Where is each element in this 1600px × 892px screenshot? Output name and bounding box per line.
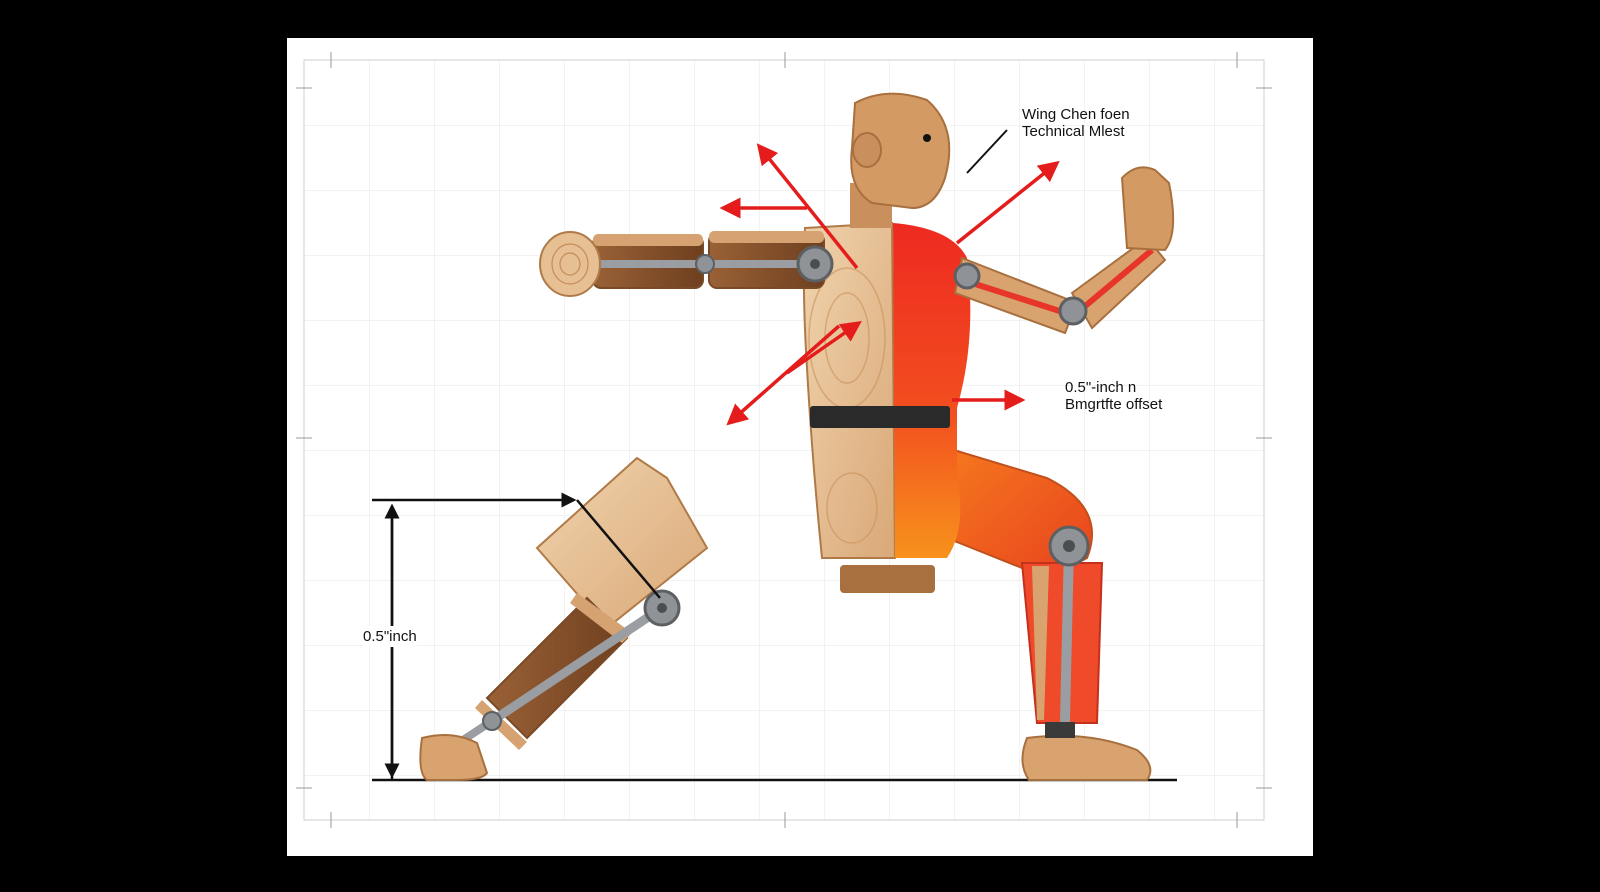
head [850,92,951,228]
torso [802,221,971,593]
title-leader-line [966,129,1008,174]
mannequin-diagram [296,52,1272,828]
diagram-sheet: Wing Chen foen Technical Mlest 0.5"-inch… [287,38,1313,856]
offset-label: 0.5"-inch n Bmgrtfte offset [1065,379,1162,413]
force-arrow-icon [786,321,862,375]
guarding-arm [953,166,1175,335]
height-dimension-label: 0.5"inch [363,626,417,647]
inner-frame [303,59,1265,821]
front-leg [946,446,1152,781]
force-arrows [719,143,1060,426]
registration-ticks [296,52,1272,828]
rear-leg [419,456,709,781]
force-arrow-icon [726,324,841,426]
force-arrow-icon [756,143,859,270]
title-line-2: Technical Mlest [1022,123,1125,140]
offset-line-1: 0.5"-inch n [1065,379,1137,396]
extended-arm [539,231,834,297]
title-label: Wing Chen foen Technical Mlest [1022,106,1130,140]
force-arrow-icon [955,160,1060,245]
title-line-1: Wing Chen foen [1022,106,1130,123]
grid-background [304,60,1264,820]
offset-line-2: Bmgrtfte offset [1065,396,1163,413]
